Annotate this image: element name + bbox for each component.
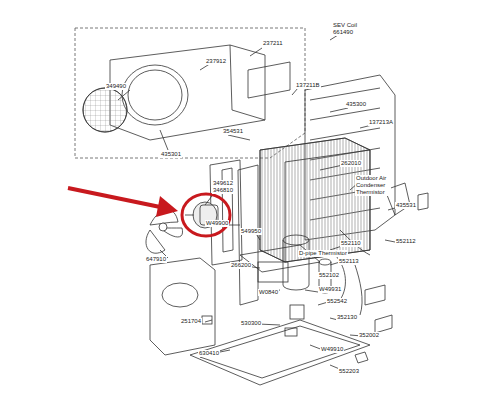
callout-number: W49931 — [318, 286, 342, 293]
callout-number: 262010 — [340, 160, 362, 167]
callout-number: W0840 — [258, 289, 279, 296]
callout-number: 352002 — [358, 332, 380, 339]
callout-number: 552102 — [318, 272, 340, 279]
callout-number: 552112 — [395, 238, 417, 245]
callout-number: W49900 — [205, 220, 229, 227]
callout-number: 549950 — [240, 228, 262, 235]
callout-number: 137211B — [295, 82, 321, 89]
callout-number: 552542 — [326, 298, 348, 305]
callout-number: 435300 — [345, 101, 367, 108]
callout-number: D-pipe Thermistor — [298, 250, 348, 257]
highlight-marker — [68, 188, 230, 236]
callout-number: 435301 — [160, 151, 182, 158]
callout-number: 552110 — [340, 240, 362, 247]
callout-number: 630410 — [198, 350, 220, 357]
callout-number: 266200 — [230, 262, 252, 269]
callout-number: 435531 — [395, 202, 417, 209]
callout-number: 349612 — [212, 180, 234, 187]
callout-number: 251704 — [180, 318, 202, 325]
callout-number: 346810 — [212, 187, 234, 194]
callout-number: 137213A — [368, 119, 394, 126]
callout-number: Outdoor Air Condenser Thermistor — [355, 175, 391, 196]
callout-number: SEV Coil — [332, 22, 358, 29]
callout-number: W49910 — [320, 346, 344, 353]
callout-number: 661490 — [332, 29, 354, 36]
callout-number: 237912 — [205, 58, 227, 65]
callout-number: 352130 — [336, 314, 358, 321]
callout-number: 552113 — [338, 258, 360, 265]
callout-number: 237211 — [262, 40, 284, 47]
callout-number: 552203 — [338, 368, 360, 375]
callout-number: 354531 — [222, 128, 244, 135]
callout-number: 530300 — [240, 320, 262, 327]
callout-number: 647910 — [145, 256, 167, 263]
callout-number: 349490 — [105, 83, 127, 90]
